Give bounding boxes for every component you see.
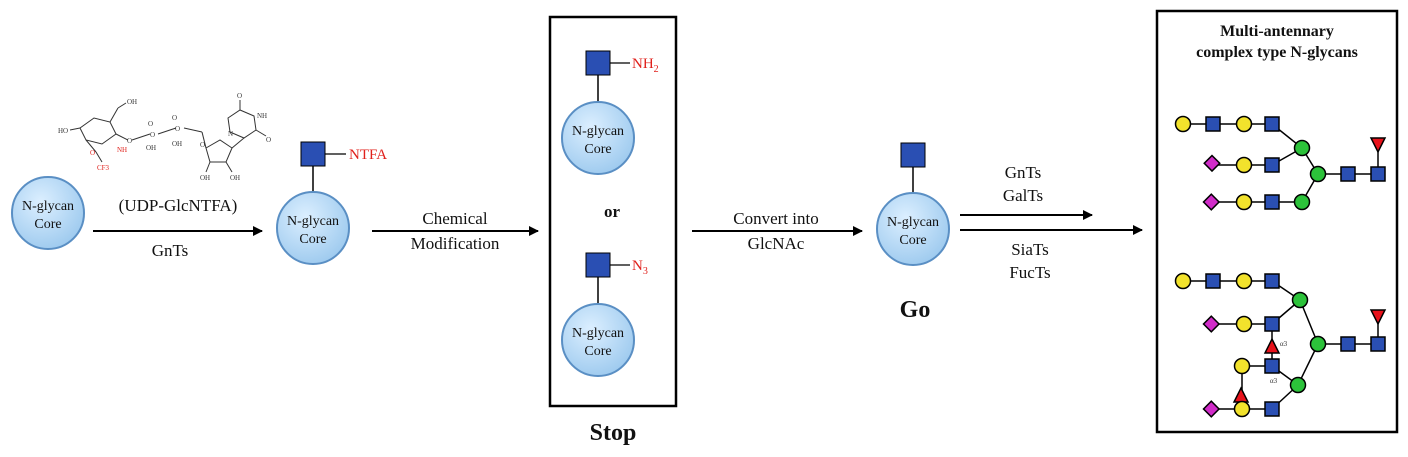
atom-o-uracil-2: O	[266, 136, 271, 144]
glycan-structure-1	[1174, 115, 1387, 211]
core-label-line2: Core	[584, 142, 611, 157]
glcnac-square	[585, 50, 611, 76]
glcnac-square	[300, 141, 326, 167]
atom-n-uracil: N	[228, 130, 233, 138]
n-glycan-core-circle	[276, 191, 350, 265]
nh2-label: NH2	[632, 56, 659, 75]
glycan-structure-2	[1174, 272, 1387, 418]
n-glycan-core-circle	[561, 303, 635, 377]
udp-glcntfa-atoms: OH HO NH O O O O O O OH OH OH OH NH O O …	[58, 92, 271, 182]
enzyme-fucts: FucTs	[1009, 263, 1050, 282]
enzyme-gnts: GnTs	[1005, 163, 1042, 182]
atom-nh-uracil: NH	[257, 112, 267, 120]
core-label-line1: N-glycan	[572, 326, 624, 341]
glcnac-square	[900, 142, 926, 168]
core-label-line2: Core	[299, 232, 326, 247]
linkage-alpha3-1: α3	[1280, 340, 1288, 348]
atom-ho: HO	[58, 127, 68, 135]
or-label: or	[604, 202, 621, 221]
product-title-line1: Multi-antennary	[1220, 23, 1334, 40]
convert-label: Convert into	[733, 209, 818, 228]
ntfa-label: NTFA	[349, 147, 387, 163]
product-title-line2: complex type N-glycans	[1196, 44, 1358, 61]
n-glycan-core-circle	[11, 176, 85, 250]
core-label-line2: Core	[899, 233, 926, 248]
n3-label: N3	[632, 258, 648, 277]
atom-oh-4: OH	[200, 174, 210, 182]
n-glycan-core-circle	[876, 192, 950, 266]
core-ntfa: NTFA N-glycan Core	[276, 141, 387, 265]
core-label-line1: N-glycan	[22, 199, 74, 214]
gnts-label: GnTs	[152, 241, 189, 260]
go-caption: Go	[900, 297, 931, 323]
core-label-line2: Core	[34, 217, 61, 232]
starting-core: N-glycan Core	[11, 176, 85, 250]
atom-oh-5: OH	[230, 174, 240, 182]
go-core: N-glycan Core	[876, 142, 950, 266]
atom-oh-3: OH	[172, 140, 182, 148]
stop-box-frame	[548, 15, 678, 408]
core-label-line1: N-glycan	[887, 215, 939, 230]
atom-cf3: CF3	[97, 164, 110, 172]
atom-o-1: O	[127, 137, 132, 145]
atom-o-4: O	[148, 120, 153, 128]
glcnac-label: GlcNAc	[748, 234, 805, 253]
chemical-label: Chemical	[422, 209, 487, 228]
core-label-line2: Core	[584, 344, 611, 359]
atom-oh-1: OH	[127, 98, 137, 106]
product-box: Multi-antennary complex type N-glycans	[1155, 9, 1399, 434]
stop-box: NH2 N-glycan Core or N3 N-glycan Core	[548, 15, 678, 408]
stop-caption: Stop	[590, 420, 637, 446]
core-label-line1: N-glycan	[287, 214, 339, 229]
product-box-frame	[1155, 9, 1399, 434]
udp-glcntfa-structure	[69, 100, 267, 173]
donor-label: (UDP-GlcNTFA)	[119, 196, 238, 215]
atom-o-3: O	[175, 125, 180, 133]
atom-o-5: O	[172, 114, 177, 122]
atom-o-2: O	[150, 131, 155, 139]
atom-nh-sugar: NH	[117, 146, 127, 154]
enzyme-galts: GalTs	[1003, 186, 1043, 205]
atom-o-red: O	[90, 149, 95, 157]
core-label-line1: N-glycan	[572, 124, 624, 139]
glcnac-square	[585, 252, 611, 278]
enzyme-siats: SiaTs	[1011, 240, 1049, 259]
n-glycan-core-circle	[561, 101, 635, 175]
linkage-alpha3-2: α3	[1270, 377, 1278, 385]
atom-oh-2: OH	[146, 144, 156, 152]
atom-o-6: O	[200, 141, 205, 149]
modification-label: Modification	[411, 234, 500, 253]
atom-o-uracil-1: O	[237, 92, 242, 100]
